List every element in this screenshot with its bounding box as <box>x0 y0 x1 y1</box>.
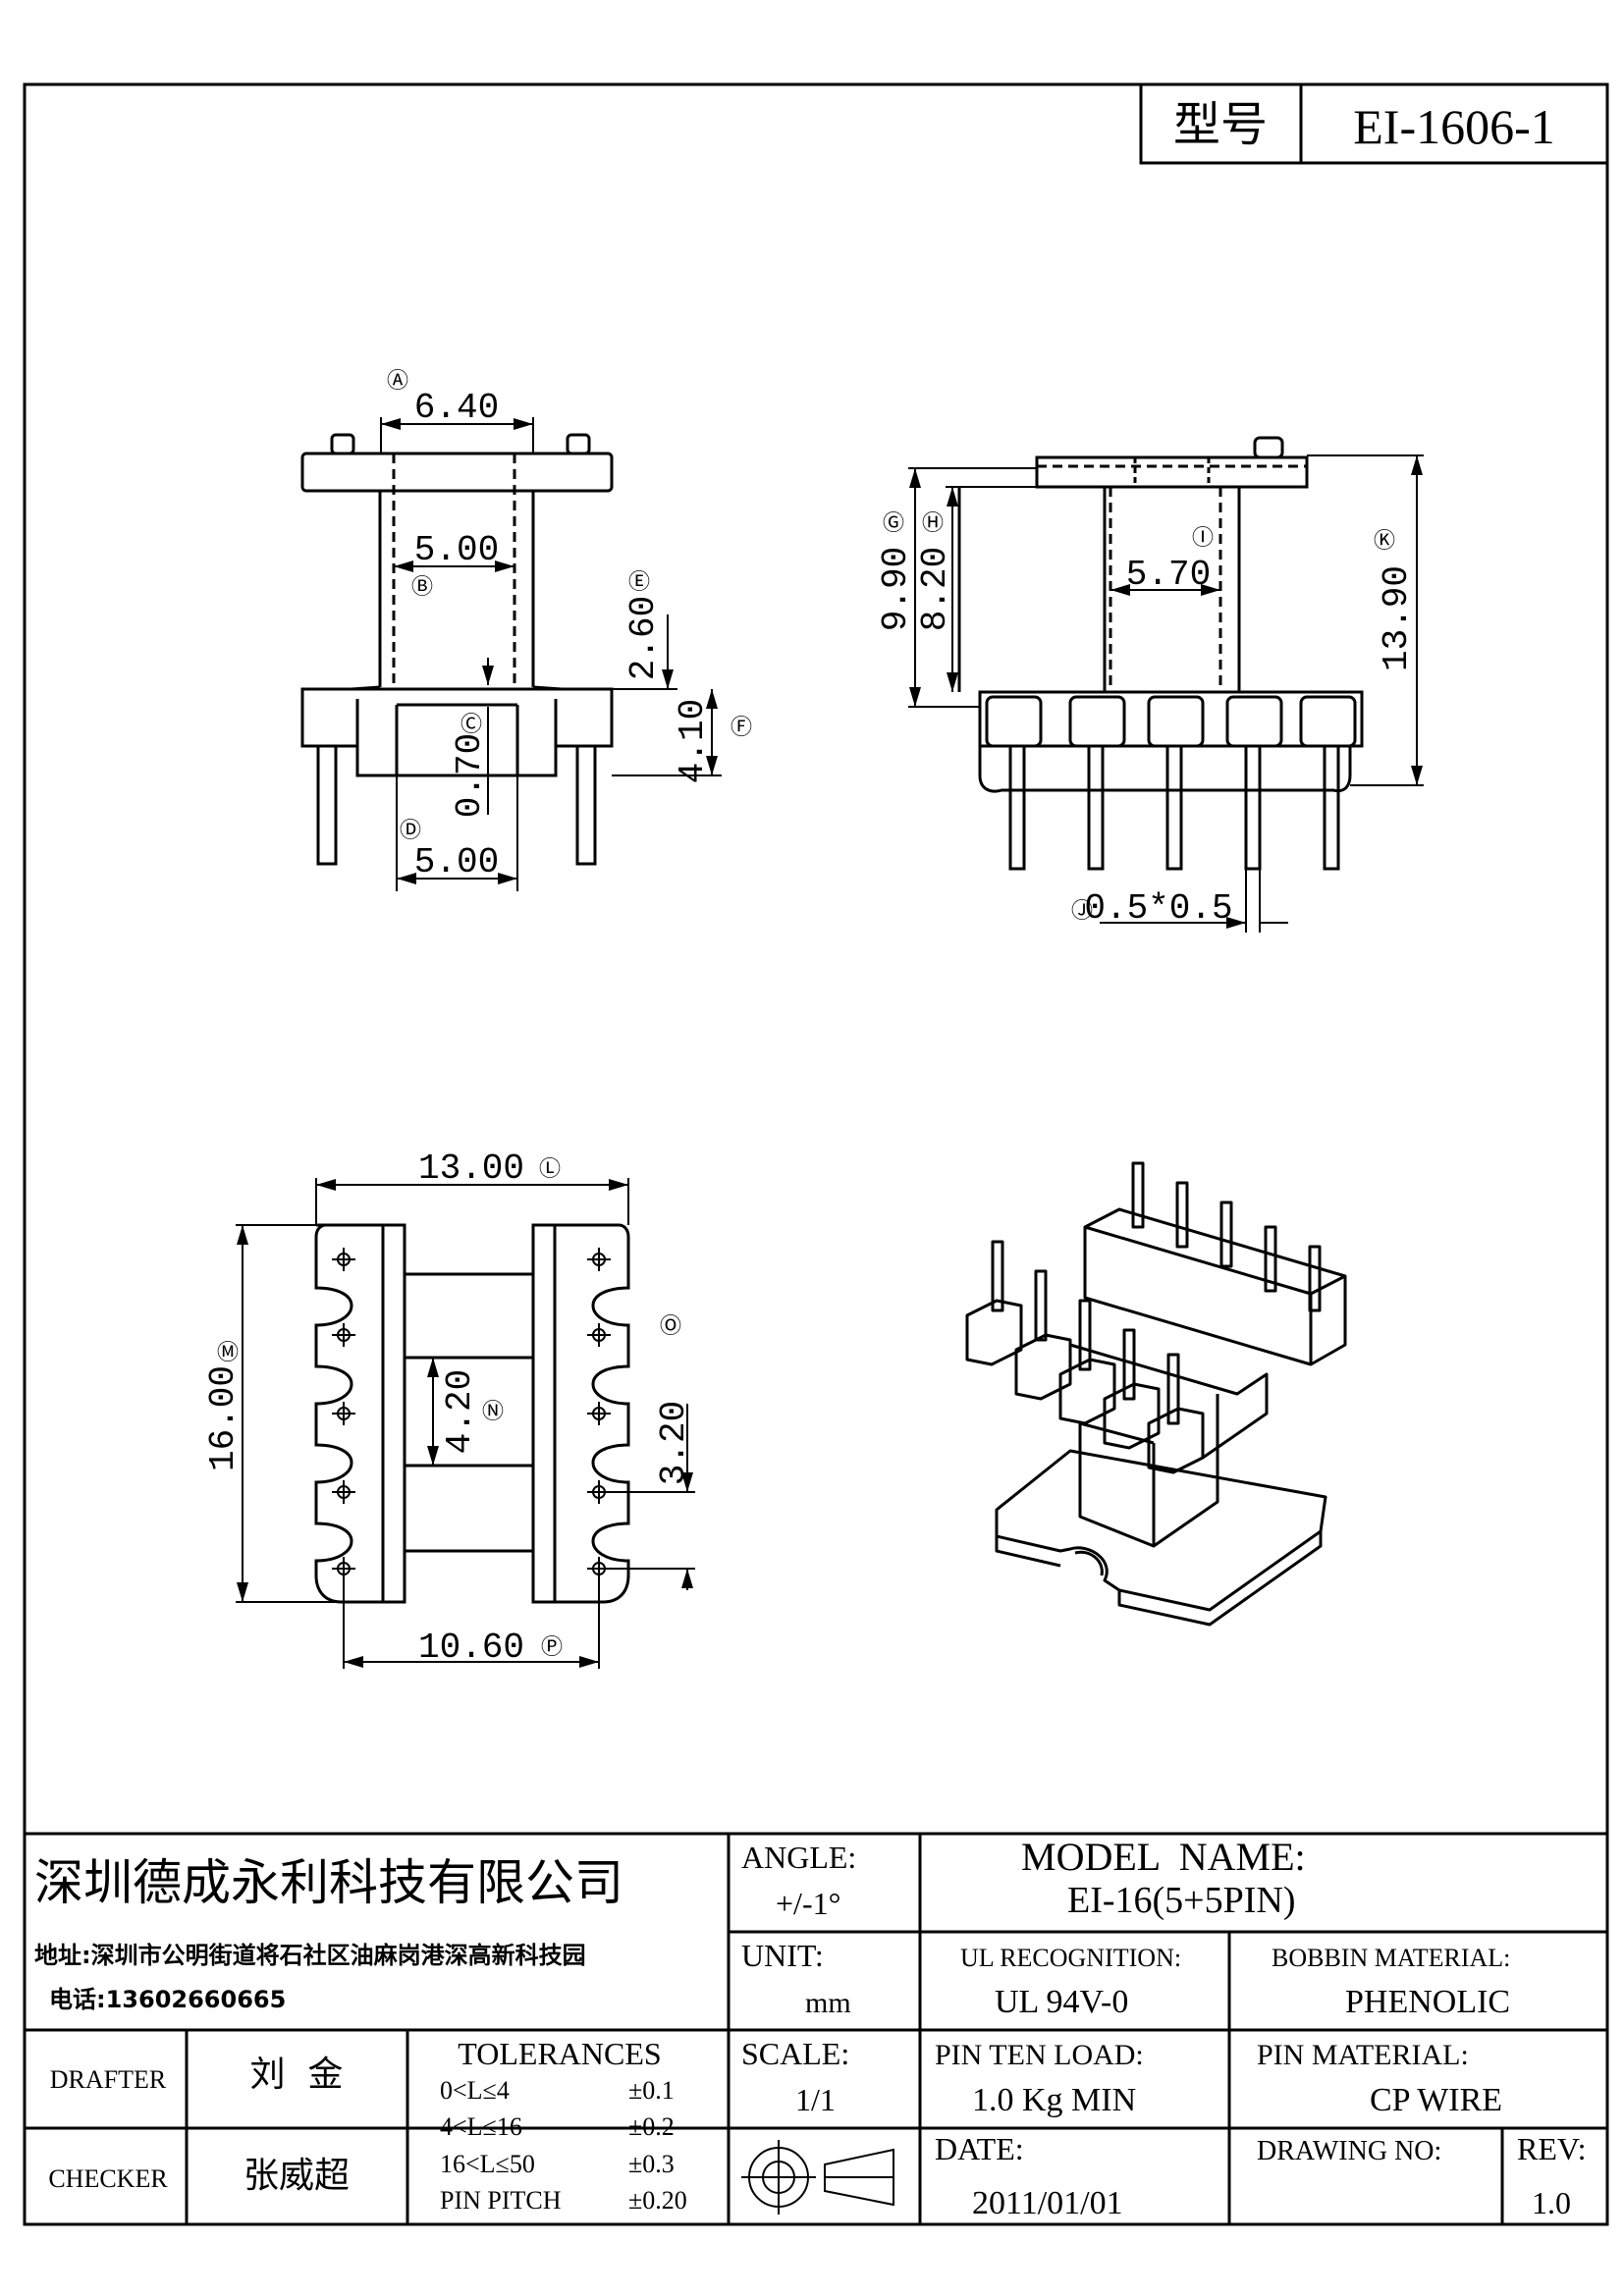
tag-k: Ⓚ <box>1374 529 1395 554</box>
drafter-value: 刘 金 <box>250 2055 344 2095</box>
dim-k: 13.90 <box>1377 565 1417 671</box>
bobbin-label: BOBBIN MATERIAL: <box>1272 1944 1510 1972</box>
tag-a: Ⓐ <box>387 369 408 394</box>
tag-m: Ⓜ <box>217 1341 239 1365</box>
front-view-labels: Ⓐ 6.40 5.00 Ⓑ Ⓒ 0.70 Ⓓ 5.00 Ⓔ 2.60 4.10 … <box>387 369 752 882</box>
tolerance-value-1: ±0.1 <box>628 2076 675 2105</box>
pin-material-value: CP WIRE <box>1370 2082 1502 2118</box>
tolerance-value-4: ±0.20 <box>628 2186 687 2215</box>
unit-value: mm <box>805 1987 851 2019</box>
dim-i: 5.70 <box>1126 555 1211 595</box>
angle-label: ANGLE: <box>741 1840 856 1875</box>
bobbin-value: PHENOLIC <box>1345 1984 1510 2020</box>
model-header-label: 型号 <box>1173 97 1268 152</box>
tag-f: Ⓕ <box>731 716 752 740</box>
angle-value: +/-1° <box>776 1886 840 1921</box>
isometric-view <box>965 1161 1347 1627</box>
tag-h: Ⓗ <box>922 511 944 536</box>
dim-f: 4.10 <box>673 699 713 783</box>
tag-b: Ⓑ <box>411 575 433 600</box>
dim-l: 13.00 <box>418 1148 524 1189</box>
tag-j: Ⓙ <box>1071 899 1093 924</box>
bottom-view-labels: 13.00 Ⓛ Ⓜ 16.00 4.20 Ⓝ Ⓞ 3.20 10.60 Ⓟ <box>203 1148 694 1668</box>
tag-p: Ⓟ <box>541 1635 563 1660</box>
unit-label: UNIT: <box>741 1938 824 1973</box>
model-name-value: EI-16(5+5PIN) <box>1067 1880 1296 1921</box>
date-label: DATE: <box>935 2131 1024 2166</box>
side-view-labels: Ⓖ 9.90 Ⓗ 8.20 Ⓘ 5.70 Ⓚ 13.90 Ⓙ 0.5*0.5 <box>876 511 1417 929</box>
tag-i: Ⓘ <box>1192 526 1214 551</box>
side-view <box>957 436 1364 871</box>
company-name: 深圳德成永利科技有限公司 <box>34 1854 623 1911</box>
pin-material-label: PIN MATERIAL: <box>1257 2039 1469 2071</box>
bottom-view <box>314 1223 630 1604</box>
sheet-border <box>23 82 1609 2226</box>
dim-j: 0.5*0.5 <box>1084 888 1232 929</box>
scale-label: SCALE: <box>741 2036 849 2071</box>
company-address: 地址:深圳市公明街道将石社区油麻岗港深高新科技园 <box>34 1942 586 1969</box>
tag-l: Ⓛ <box>539 1157 561 1182</box>
scale-value: 1/1 <box>795 2082 836 2117</box>
dim-b: 5.00 <box>414 530 499 570</box>
front-view <box>300 433 614 866</box>
checker-label: CHECKER <box>48 2164 168 2193</box>
pin-load-value: 1.0 Kg MIN <box>972 2082 1136 2118</box>
ul-label: UL RECOGNITION: <box>960 1944 1181 1972</box>
drafter-label: DRAFTER <box>50 2065 167 2094</box>
tag-g: Ⓖ <box>883 511 904 536</box>
tag-d: Ⓓ <box>400 819 421 843</box>
side-view-dimensions <box>908 454 1424 933</box>
dim-e: 2.60 <box>623 596 664 680</box>
projection-symbol <box>741 2140 894 2215</box>
tolerance-range-4: PIN PITCH <box>440 2186 562 2215</box>
dim-n: 4.20 <box>440 1369 480 1454</box>
model-header-value: EI-1606-1 <box>1353 99 1555 154</box>
front-view-dimensions <box>380 417 722 891</box>
model-header-box: 型号 EI-1606-1 <box>1139 82 1609 165</box>
checker-value: 张威超 <box>244 2156 350 2196</box>
dim-o: 3.20 <box>654 1401 694 1485</box>
dim-h: 8.20 <box>915 547 955 631</box>
pin-load-label: PIN TEN LOAD: <box>935 2039 1144 2071</box>
dim-m: 16.00 <box>203 1365 244 1471</box>
dim-p: 10.60 <box>418 1628 524 1668</box>
dim-d: 5.00 <box>414 842 499 882</box>
title-block-text: 深圳德成永利科技有限公司 地址:深圳市公明街道将石社区油麻岗港深高新科技园 电话… <box>34 1835 1587 2221</box>
rev-label: REV: <box>1517 2131 1587 2166</box>
ul-value: UL 94V-0 <box>995 1984 1128 2020</box>
tolerance-range-2: 4<L≤16 <box>440 2112 522 2141</box>
tag-c: Ⓒ <box>460 713 482 737</box>
dim-a: 6.40 <box>414 388 499 428</box>
tolerances-label: TOLERANCES <box>458 2036 661 2071</box>
drawing-no-label: DRAWING NO: <box>1257 2136 1441 2166</box>
dim-g: 9.90 <box>876 547 916 631</box>
title-block-grid <box>25 1832 1607 2224</box>
tag-n: Ⓝ <box>482 1400 504 1424</box>
tag-o: Ⓞ <box>660 1314 681 1339</box>
bottom-view-dimensions <box>236 1178 695 1669</box>
company-phone: 电话:13602660665 <box>49 1986 286 2013</box>
date-value: 2011/01/01 <box>972 2185 1123 2221</box>
model-name-label: MODEL NAME: <box>1021 1835 1306 1879</box>
rev-value: 1.0 <box>1532 2185 1571 2220</box>
tolerance-value-2: ±0.2 <box>628 2112 675 2141</box>
dim-c: 0.70 <box>450 733 490 818</box>
tolerance-range-3: 16<L≤50 <box>440 2150 535 2178</box>
tolerance-value-3: ±0.3 <box>628 2150 675 2178</box>
tag-e: Ⓔ <box>628 570 650 595</box>
tolerance-range-1: 0<L≤4 <box>440 2076 510 2105</box>
